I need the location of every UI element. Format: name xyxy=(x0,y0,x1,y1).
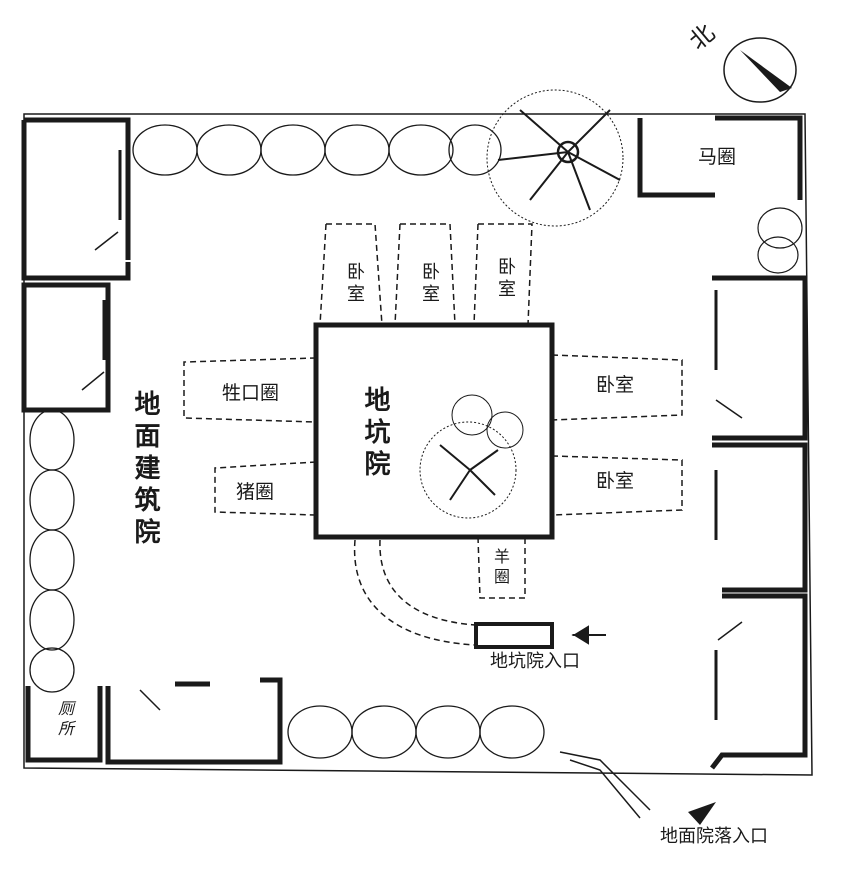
bedroom-label-right-1: 卧室 xyxy=(596,374,635,396)
room-right-1 xyxy=(712,275,808,441)
room-right-2 xyxy=(712,442,808,593)
bedroom-label-right-2: 卧室 xyxy=(596,470,635,492)
horse-pen-label: 马圈 xyxy=(698,146,737,168)
sunken-courtyard-label: 地坑院 xyxy=(360,386,390,482)
tree-large-top xyxy=(486,89,624,227)
ground-entrance-ramp xyxy=(559,751,651,819)
cave-pig xyxy=(214,461,317,516)
room-left-middle xyxy=(21,282,111,413)
cave-bedroom-1 xyxy=(319,223,383,326)
cave-livestock xyxy=(183,357,317,423)
room-top-left xyxy=(21,117,131,281)
cave-bedroom-3 xyxy=(473,223,533,326)
tree-row-top xyxy=(132,124,502,176)
bedroom-label-1: 卧室 xyxy=(344,262,365,306)
livestock-pen-label: 牲口圈 xyxy=(222,382,280,404)
ground-entrance-marker xyxy=(688,802,716,825)
tree-row-left xyxy=(29,409,75,693)
tree-in-courtyard xyxy=(419,394,524,519)
cave-sheep xyxy=(477,536,526,599)
ground-courtyard-label: 地面建筑院 xyxy=(130,390,160,550)
sheep-pen-label: 羊圈 xyxy=(491,548,510,588)
outer-wall xyxy=(23,113,813,776)
toilet-label: 厕所 xyxy=(55,700,74,740)
cave-bedroom-right-1 xyxy=(551,354,683,421)
shrubs-right xyxy=(757,207,803,274)
horse-pen-walls xyxy=(637,115,803,200)
pit-entrance-arrow xyxy=(571,625,606,645)
room-bottom-left xyxy=(105,677,283,765)
toilet-walls xyxy=(25,686,103,763)
pit-entrance-label: 地坑院入口 xyxy=(490,651,580,672)
cave-bedroom-right-2 xyxy=(551,455,683,516)
pig-pen-label: 猪圈 xyxy=(236,481,275,503)
bedroom-label-2: 卧室 xyxy=(419,262,440,306)
cave-bedroom-2 xyxy=(394,223,456,326)
tree-row-bottom xyxy=(287,705,545,759)
sunken-courtyard-walls xyxy=(313,322,555,540)
room-right-3 xyxy=(710,593,808,770)
entrance-tunnel xyxy=(353,539,476,646)
bedroom-label-3: 卧室 xyxy=(495,257,516,301)
pit-entrance-box xyxy=(474,622,554,649)
north-compass-icon xyxy=(723,37,797,103)
ground-entrance-label: 地面院落入口 xyxy=(660,826,768,847)
